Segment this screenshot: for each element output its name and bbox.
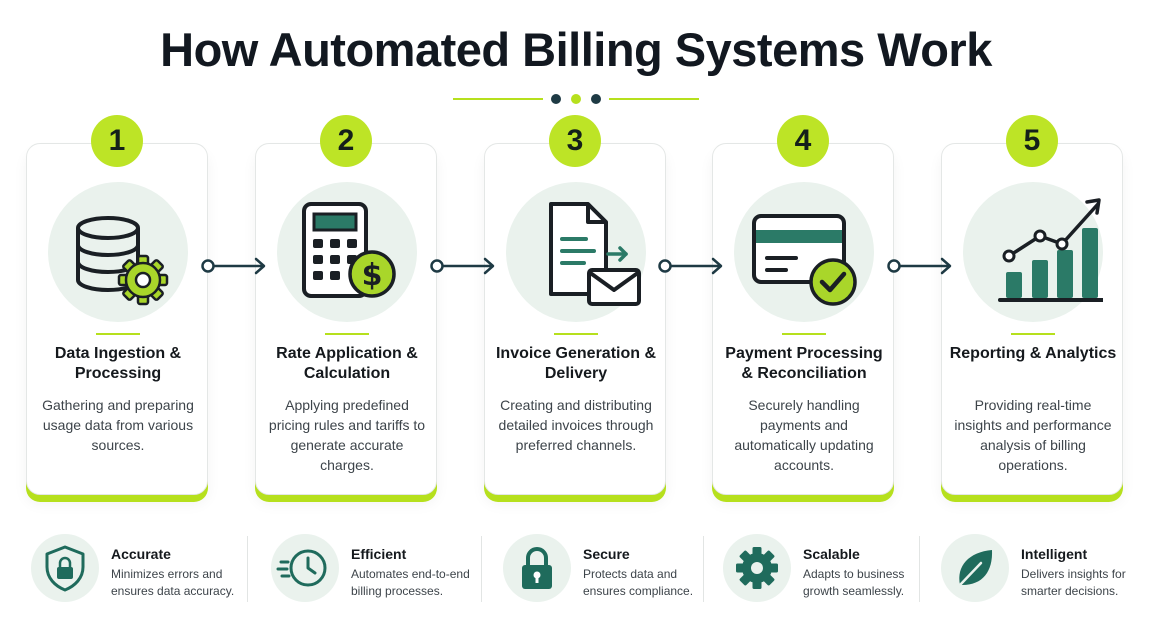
leaf-icon: [941, 534, 1009, 602]
feature-separator: [481, 536, 482, 602]
divider-line-right: [609, 98, 699, 100]
card-accent-rule: [554, 333, 598, 335]
feature-secure: Secure Protects data and ensures complia…: [503, 532, 699, 608]
feature-intelligent: Intelligent Delivers insights for smarte…: [941, 532, 1133, 608]
step-number-badge-1: 1: [91, 115, 143, 167]
feature-title: Intelligent: [1021, 546, 1088, 562]
step-description: Gathering and preparing usage data from …: [42, 397, 194, 453]
feature-title: Accurate: [111, 546, 171, 562]
step-number-badge-5: 5: [1006, 115, 1058, 167]
card-accent-rule: [1011, 333, 1055, 335]
step-title: Invoice Generation & Delivery: [495, 345, 657, 382]
calculator-dollar-icon: $: [277, 182, 417, 322]
step-description: Securely handling payments and automatic…: [734, 397, 874, 473]
card-accent-rule: [325, 333, 369, 335]
svg-text:$: $: [362, 258, 383, 293]
divider-line-left: [453, 98, 543, 100]
page-title: How Automated Billing Systems Work: [160, 23, 992, 76]
step-title: Data Ingestion & Processing: [54, 345, 182, 382]
feature-accurate: Accurate Minimizes errors and ensures da…: [31, 532, 246, 608]
feature-separator: [247, 536, 248, 602]
feature-description: Delivers insights for smarter decisions.: [1021, 567, 1126, 598]
feature-description: Protects data and ensures compliance.: [583, 567, 694, 598]
step-card-4: Payment Processing & Reconciliation Secu…: [712, 143, 894, 495]
title-divider: [450, 92, 702, 106]
feature-separator: [703, 536, 704, 602]
clock-speed-icon: [271, 534, 339, 602]
feature-description: Automates end-to-end billing processes.: [351, 567, 470, 598]
step-number-badge-3: 3: [549, 115, 601, 167]
bar-chart-trend-icon: [963, 182, 1103, 322]
feature-separator: [919, 536, 920, 602]
divider-dot: [591, 94, 601, 104]
step-title: Rate Application & Calculation: [276, 345, 418, 382]
feature-description: Minimizes errors and ensures data accura…: [111, 567, 235, 598]
step-title: Reporting & Analytics: [949, 345, 1117, 362]
gear-icon: [723, 534, 791, 602]
card-accent-rule: [782, 333, 826, 335]
shield-lock-icon: [31, 534, 99, 602]
feature-description: Adapts to business growth seamlessly.: [803, 567, 905, 598]
step-description: Applying predefined pricing rules and ta…: [268, 397, 426, 473]
flow-arrow-icon: [430, 257, 495, 275]
step-card-1: Data Ingestion & Processing Gathering an…: [26, 143, 208, 495]
step-card-2: $ Rate Application & Calculation Applyin…: [255, 143, 437, 495]
feature-scalable: Scalable Adapts to business growth seaml…: [723, 532, 917, 608]
step-card-5: Reporting & Analytics Providing real-tim…: [941, 143, 1123, 495]
feature-title: Efficient: [351, 546, 407, 562]
step-description: Creating and distributing detailed invoi…: [498, 397, 654, 453]
padlock-icon: [503, 534, 571, 602]
step-card-3: Invoice Generation & Delivery Creating a…: [484, 143, 666, 495]
step-title: Payment Processing & Reconciliation: [725, 345, 883, 382]
flow-arrow-icon: [201, 257, 266, 275]
invoice-envelope-icon: [506, 182, 646, 322]
card-check-icon: [734, 182, 874, 322]
flow-arrow-icon: [887, 257, 952, 275]
step-number-badge-4: 4: [777, 115, 829, 167]
step-description: Providing real-time insights and perform…: [954, 397, 1112, 473]
divider-dot: [571, 94, 581, 104]
flow-arrow-icon: [658, 257, 723, 275]
feature-title: Secure: [583, 546, 630, 562]
feature-efficient: Efficient Automates end-to-end billing p…: [271, 532, 477, 608]
step-number-badge-2: 2: [320, 115, 372, 167]
database-gear-icon: [48, 182, 188, 322]
card-accent-rule: [96, 333, 140, 335]
feature-title: Scalable: [803, 546, 860, 562]
divider-dot: [551, 94, 561, 104]
